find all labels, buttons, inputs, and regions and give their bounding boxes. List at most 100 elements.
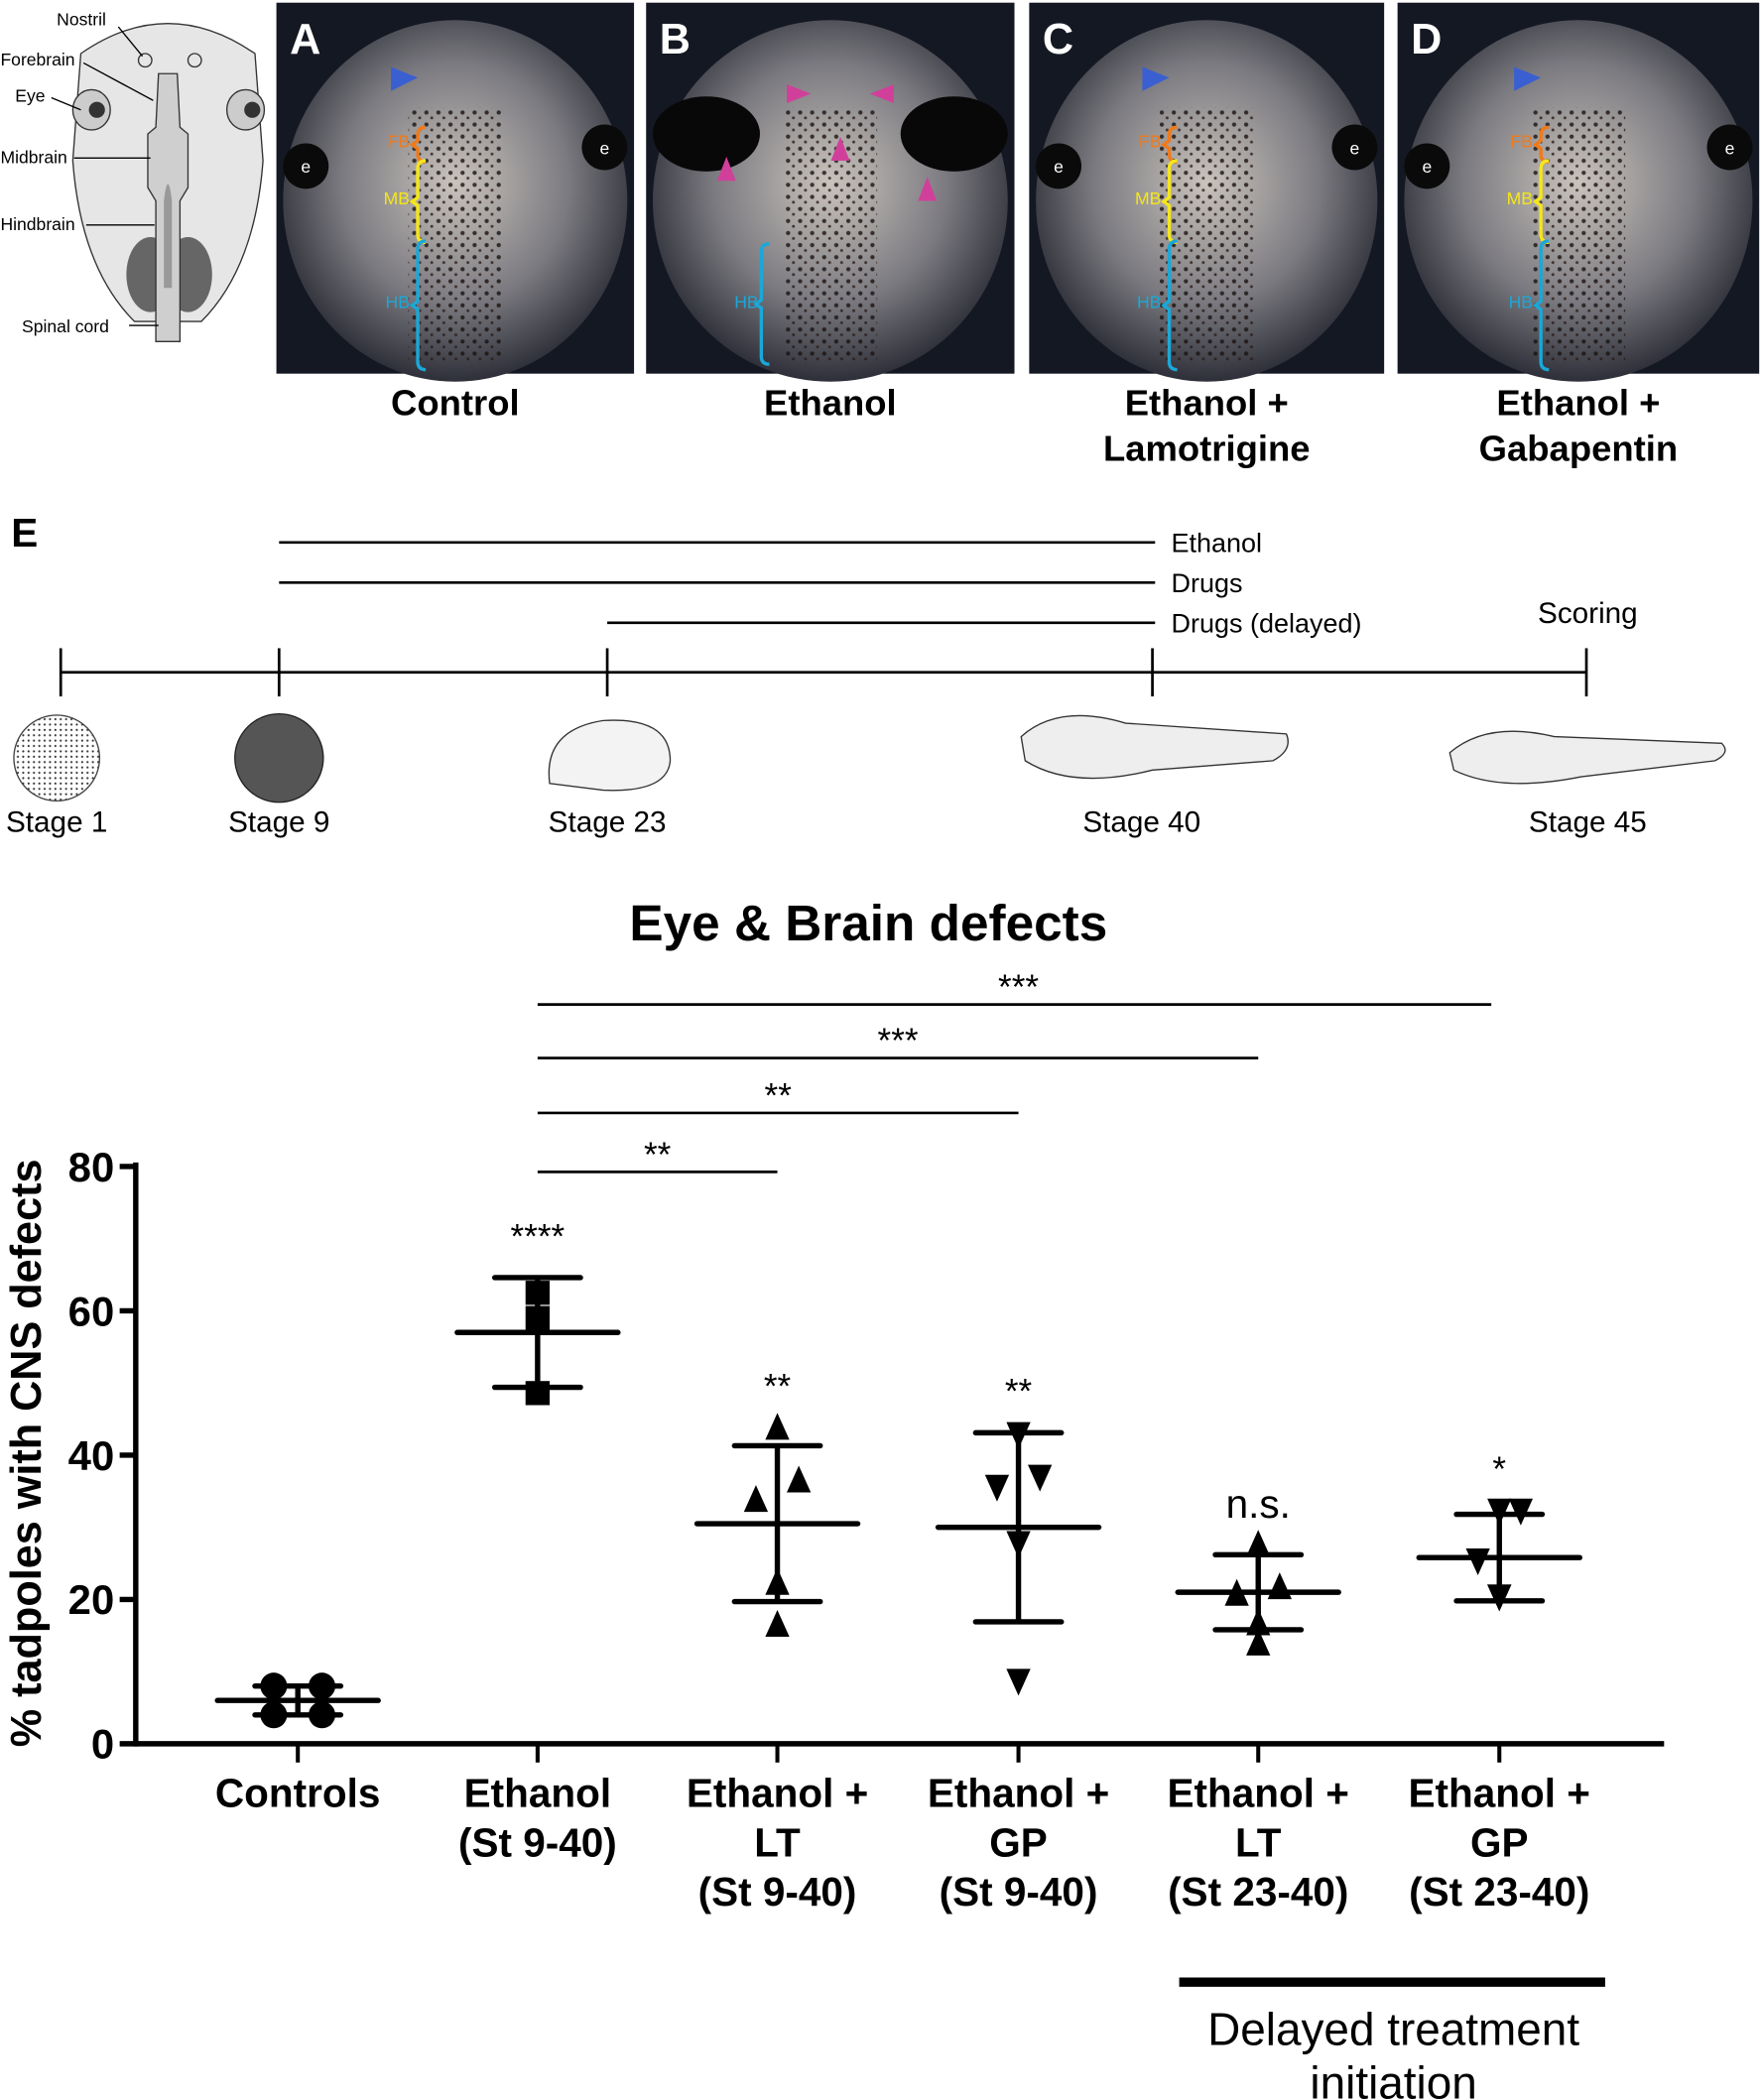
data-point: [260, 1672, 288, 1700]
data-point: [308, 1701, 335, 1729]
x-tick-label: (St 9-40): [698, 1869, 857, 1915]
hb-bracket: [753, 242, 770, 366]
stage-label: Stage 40: [1082, 805, 1200, 838]
x-tick-label: LT: [754, 1819, 801, 1865]
y-axis-label: % tadpoles with CNS defects: [3, 1160, 51, 1748]
eye-label: e: [1350, 138, 1360, 158]
x-tick-label: Ethanol +: [687, 1770, 868, 1815]
data-point: [525, 1381, 551, 1406]
x-tick-label: Ethanol +: [1168, 1770, 1349, 1815]
significance-label: n.s.: [1226, 1481, 1291, 1527]
diagram-label-forebrain: Forebrain: [0, 50, 74, 69]
hb-label: HB: [1137, 293, 1161, 312]
mb-label: MB: [384, 188, 410, 208]
hb-label: HB: [386, 293, 410, 312]
diagram-label-midbrain: Midbrain: [0, 148, 66, 168]
embryo-stage1-icon: [13, 714, 101, 803]
stage-label: Stage 23: [549, 805, 667, 838]
diagram-label-spinal-cord: Spinal cord: [22, 316, 109, 336]
x-tick-label: Ethanol: [464, 1770, 612, 1815]
hb-bracket: [1532, 239, 1550, 372]
timeline-bar-ethanol: Ethanol: [1171, 528, 1262, 557]
x-tick-label: LT: [1235, 1819, 1282, 1865]
panel-letter: A: [290, 16, 320, 63]
data-point: [743, 1485, 769, 1513]
mb-label: MB: [1135, 188, 1161, 208]
delayed-treatment-label: initiation: [1310, 2057, 1476, 2100]
eye-label: e: [1422, 157, 1432, 177]
hb-label: HB: [734, 293, 758, 312]
blue-arrowhead-icon: [1142, 66, 1170, 91]
eye-label: e: [1725, 138, 1735, 158]
stage-label: Stage 45: [1529, 805, 1647, 838]
eye-label: e: [1054, 157, 1064, 177]
data-point: [525, 1305, 551, 1330]
panel-letter: C: [1043, 16, 1073, 63]
data-point: [765, 1609, 790, 1637]
hb-label: HB: [1509, 293, 1533, 312]
y-tick-label: 80: [68, 1144, 115, 1190]
eye-label: e: [301, 157, 311, 177]
diagram-label-eye: Eye: [15, 86, 45, 106]
abnormal-eye-icon: [900, 96, 1008, 172]
data-point: [765, 1413, 790, 1440]
brain-diagram: Nostril Forebrain Eye Midbrain Hindbrain…: [0, 10, 266, 342]
delayed-treatment-label: Delayed treatment: [1207, 2004, 1579, 2055]
data-point: [525, 1281, 551, 1305]
magenta-arrowhead-icon: [830, 136, 850, 162]
stage-label: Stage 9: [228, 805, 329, 838]
fb-label: FB: [1139, 132, 1161, 152]
data-point: [260, 1701, 288, 1729]
blue-arrowhead-icon: [391, 66, 419, 91]
panel-letter: D: [1411, 16, 1442, 63]
data-point: [984, 1474, 1010, 1502]
timeline-bar-drugs-delayed: Drugs (delayed): [1171, 608, 1361, 638]
timeline: E Ethanol Drugs Drugs (delayed) Scoring …: [6, 510, 1726, 838]
x-tick-label: Ethanol +: [928, 1770, 1109, 1815]
significance-label: **: [1005, 1373, 1033, 1412]
data-point: [308, 1672, 335, 1700]
blue-arrowhead-icon: [1514, 66, 1542, 91]
scatter-chart: Eye & Brain defects % tadpoles with CNS …: [3, 895, 1665, 2100]
data-point: [786, 1465, 812, 1493]
comparison-label: ***: [878, 1022, 919, 1060]
data-point: [1267, 1572, 1292, 1600]
mb-label: MB: [1507, 188, 1533, 208]
x-tick-label: (St 23-40): [1168, 1869, 1348, 1915]
diagram-label-nostril: Nostril: [57, 10, 106, 30]
eye-icon: [1706, 124, 1753, 171]
pigment-cells: [408, 107, 503, 362]
x-tick-label: Ethanol +: [1409, 1770, 1590, 1815]
data-point: [1224, 1578, 1249, 1606]
data-point: [1246, 1530, 1271, 1557]
comparison-label: **: [644, 1136, 672, 1174]
y-tick-label: 60: [68, 1288, 115, 1334]
panel-caption: Ethanol: [764, 383, 897, 424]
data-point: [1028, 1464, 1053, 1492]
significance-label: **: [764, 1368, 792, 1407]
eye-icon: [1404, 143, 1450, 189]
magenta-arrowhead-icon: [716, 156, 736, 182]
data-point: [1465, 1547, 1490, 1575]
stage-label: Stage 1: [6, 805, 107, 838]
eye-icon: [1331, 124, 1378, 171]
diagram-label-hindbrain: Hindbrain: [0, 214, 74, 234]
tadpole-stage40-icon: [1020, 714, 1289, 780]
y-tick-label: 0: [91, 1721, 114, 1768]
fb-label: FB: [387, 132, 409, 152]
pigment-cells: [1531, 107, 1626, 362]
panel-caption: Gabapentin: [1479, 428, 1678, 468]
magenta-arrowhead-icon: [869, 84, 895, 103]
data-point: [1246, 1608, 1271, 1636]
x-tick-label: GP: [1470, 1819, 1529, 1865]
data-point: [1006, 1668, 1031, 1696]
chart-title: Eye & Brain defects: [629, 895, 1107, 951]
x-tick-label: (St 9-40): [940, 1869, 1098, 1915]
data-point: [1006, 1531, 1031, 1558]
tadpole-stage45-icon: [1448, 730, 1726, 785]
timeline-bar-drugs: Drugs: [1171, 568, 1242, 598]
y-tick-label: 40: [68, 1432, 115, 1479]
pigment-cells: [1160, 107, 1254, 362]
panel-caption: Ethanol +: [1496, 383, 1660, 424]
